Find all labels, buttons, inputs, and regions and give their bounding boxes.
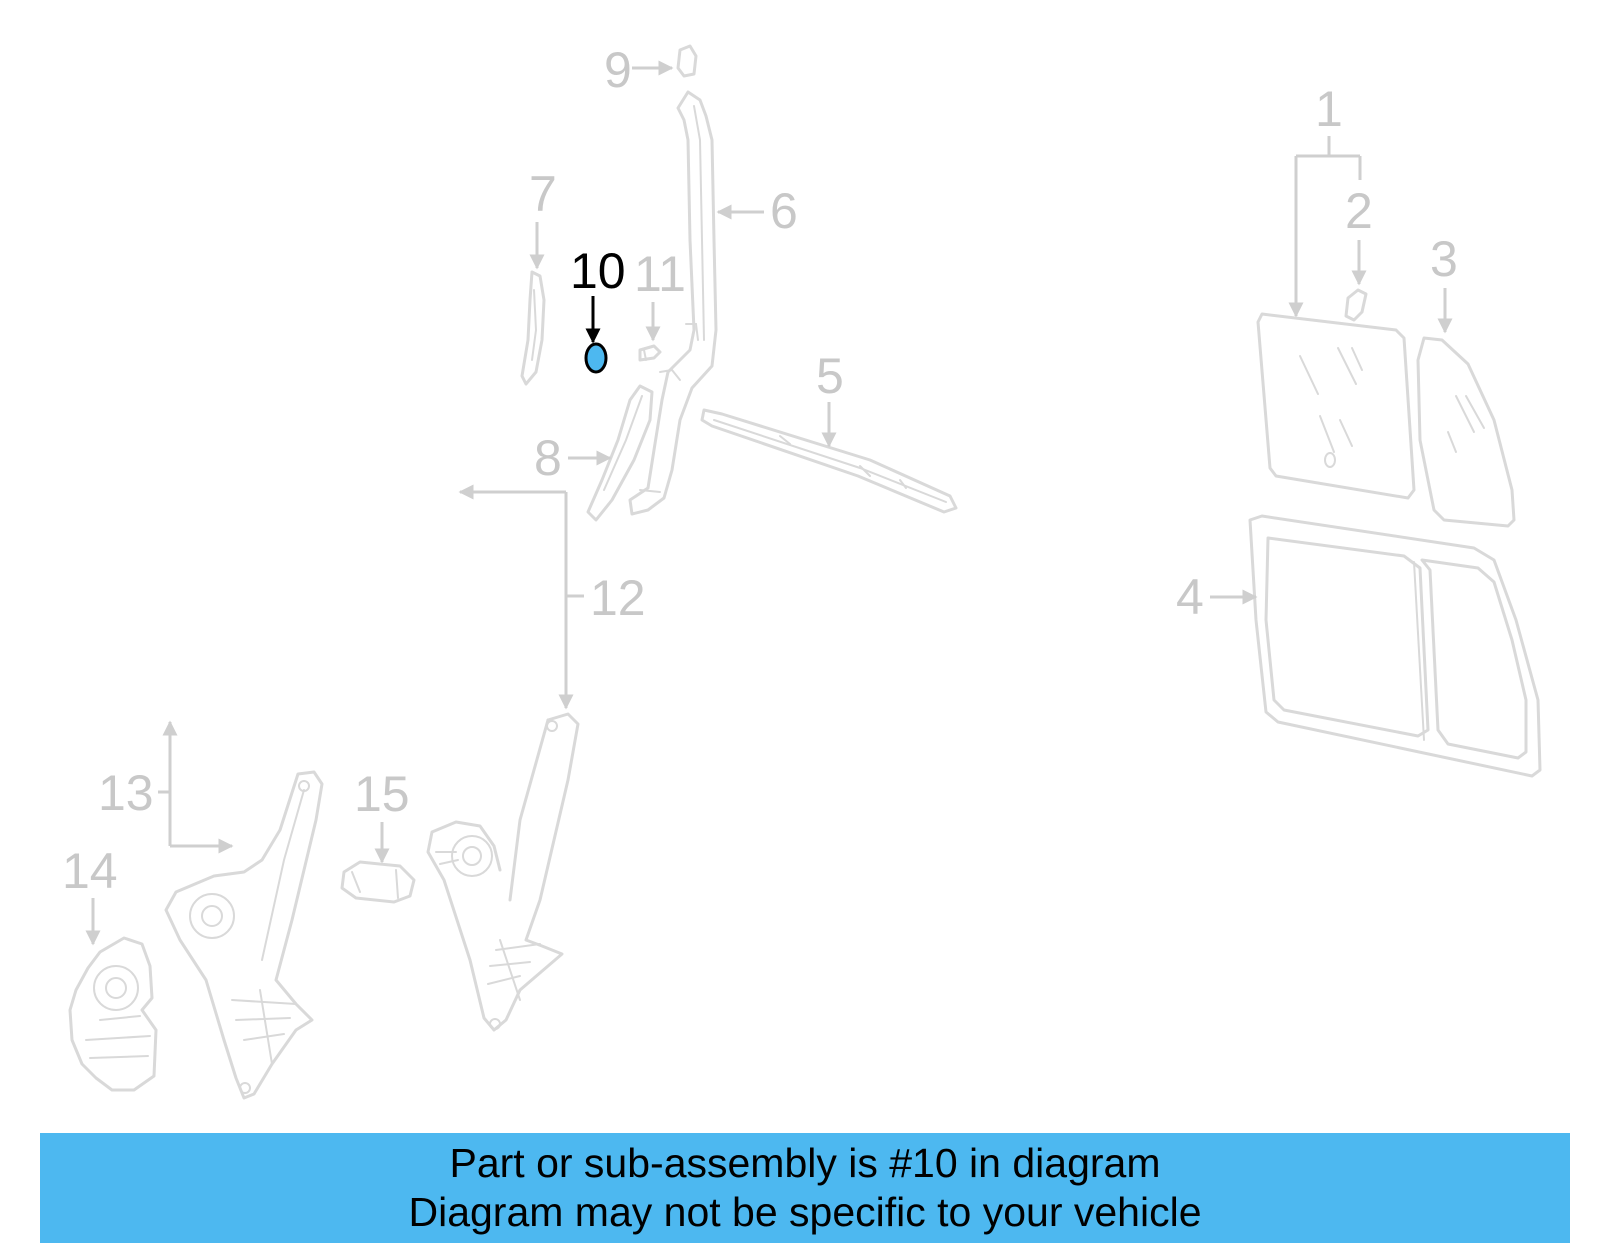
part-6-pillar-trim <box>628 90 718 516</box>
callout-8[interactable]: 8 <box>534 430 562 486</box>
banner-line-disclaimer: Diagram may not be specific to your vehi… <box>408 1189 1202 1235</box>
part-5-sill-strip <box>700 408 958 514</box>
callout-11[interactable]: 11 <box>634 246 686 302</box>
callout-7[interactable]: 7 <box>529 166 557 222</box>
part-12-window-regulator <box>426 712 580 1032</box>
part-2-clip <box>1344 288 1368 322</box>
callout-2[interactable]: 2 <box>1345 183 1373 239</box>
callout-13[interactable]: 13 <box>98 765 154 821</box>
part-1-glass-panel <box>1256 312 1416 500</box>
callout-5[interactable]: 5 <box>816 348 844 404</box>
part-7-trim-piece <box>520 270 546 386</box>
callout-3[interactable]: 3 <box>1430 231 1458 287</box>
callout-4[interactable]: 4 <box>1176 569 1204 625</box>
part-13-regulator <box>164 770 324 1100</box>
part-10-highlighted <box>584 342 608 374</box>
callout-10[interactable]: 10 <box>570 243 626 299</box>
callout-14[interactable]: 14 <box>62 843 118 899</box>
part-4-window-frame <box>1248 514 1542 778</box>
part-14-motor <box>68 936 158 1092</box>
banner-line-part-number: Part or sub-assembly is #10 in diagram <box>449 1140 1161 1186</box>
callout-9[interactable]: 9 <box>604 42 632 98</box>
callout-1[interactable]: 1 <box>1315 81 1343 137</box>
callout-12[interactable]: 12 <box>590 570 646 626</box>
info-banner: Part or sub-assembly is #10 in diagram D… <box>40 1133 1570 1243</box>
part-3-fixed-glass <box>1416 336 1516 528</box>
part-9-clip <box>676 44 698 78</box>
leader-12-bracket <box>458 484 584 710</box>
leader-1-bracket <box>1288 136 1362 318</box>
part-11-screw <box>638 344 662 362</box>
callout-15[interactable]: 15 <box>354 766 410 822</box>
part-15-handle <box>340 860 416 904</box>
part-8-lower-trim <box>586 384 654 522</box>
callout-6[interactable]: 6 <box>770 183 798 239</box>
